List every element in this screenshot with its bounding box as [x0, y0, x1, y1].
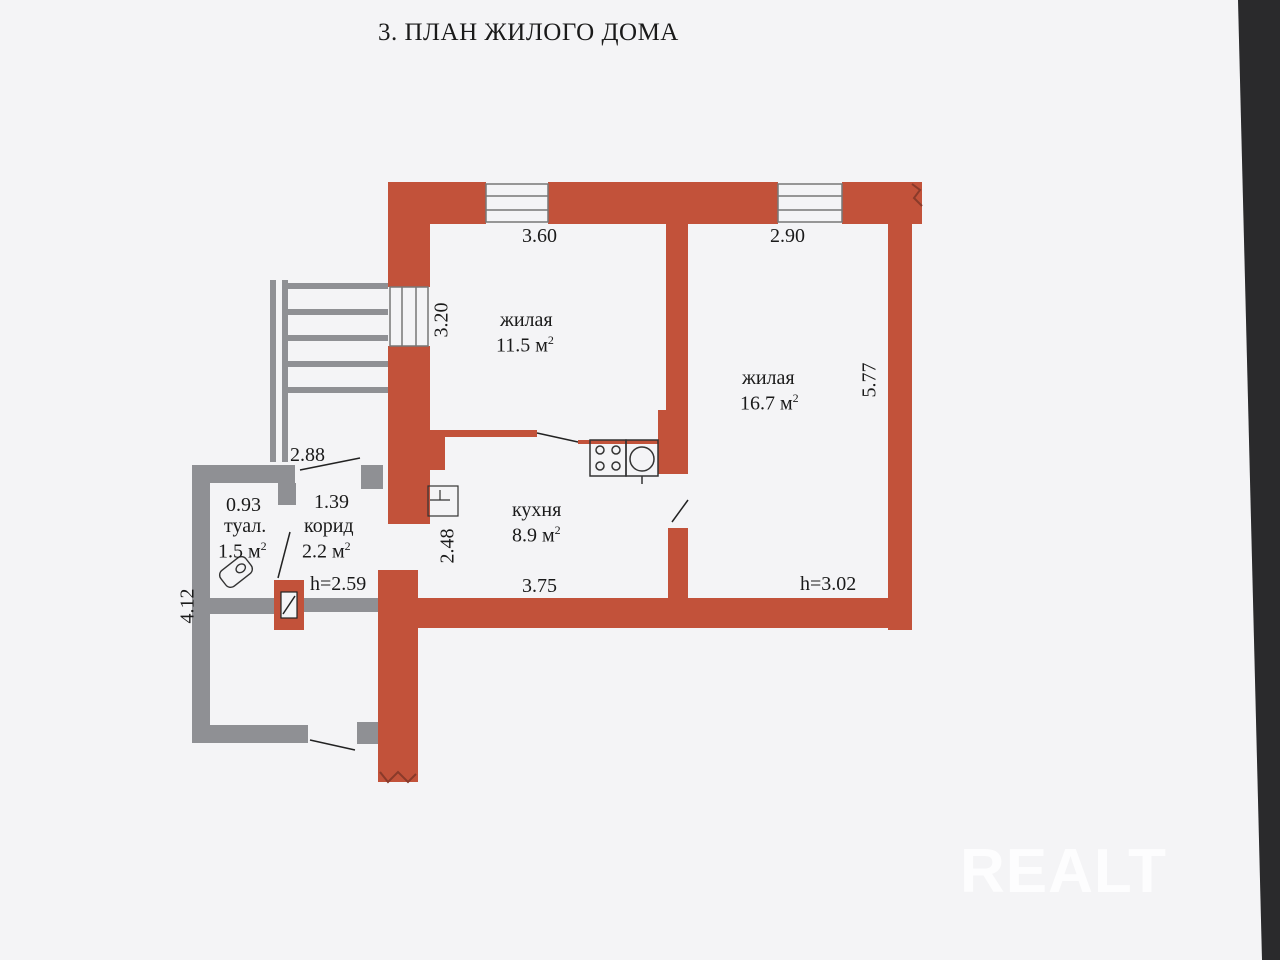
ceiling-height-corridor: h=2.59 — [310, 573, 367, 595]
bearing-walls — [378, 182, 922, 782]
room-name-corridor: корид — [304, 515, 354, 537]
dim-veranda-width: 2.88 — [290, 444, 325, 466]
kitchen-fixture-icon — [427, 485, 459, 517]
dim-kitchen-width: 3.75 — [522, 575, 557, 597]
dim-veranda-depth: 4.12 — [176, 588, 199, 624]
dim-kitchen-depth: 2.48 — [436, 528, 459, 564]
room-name-living-large: жилая — [742, 367, 795, 389]
dim-corridor-width: 1.39 — [314, 491, 349, 513]
toilet-door-swing — [277, 531, 291, 579]
dim-room1-depth: 3.20 — [430, 302, 453, 338]
kitchen-door-swing — [536, 432, 579, 443]
sink-icon — [625, 439, 659, 484]
exterior-stair — [270, 280, 388, 462]
room-area-living-small: 11.5 м2 — [496, 333, 554, 357]
room-area-corridor: 2.2 м2 — [302, 539, 351, 563]
break-marks — [379, 183, 923, 784]
room-area-kitchen: 8.9 м2 — [512, 523, 561, 547]
room-name-kitchen: кухня — [512, 499, 562, 521]
corridor-door-swing — [299, 457, 361, 471]
veranda-walls — [192, 465, 383, 744]
dim-room1-width: 3.60 — [522, 225, 557, 247]
dim-room2-width: 2.90 — [770, 225, 805, 247]
dim-room2-depth: 5.77 — [858, 362, 881, 398]
realt-watermark-logo: REALT — [960, 837, 1168, 906]
dim-toilet-width: 0.93 — [226, 494, 261, 516]
page-title: 3. ПЛАН ЖИЛОГО ДОМА — [378, 19, 679, 46]
page-edge-shadow — [1238, 0, 1280, 960]
room-name-toilet: туал. — [224, 515, 267, 537]
living-door-swing — [671, 499, 689, 523]
chimney-icon — [274, 580, 304, 630]
windows — [389, 183, 843, 347]
room-area-toilet: 1.5 м2 — [218, 539, 267, 563]
kitchen-partition — [445, 430, 537, 437]
ceiling-height-living: h=3.02 — [800, 573, 857, 595]
toilet-icon — [218, 555, 254, 589]
room-name-living-small: жилая — [500, 309, 553, 331]
veranda-door-swing — [309, 739, 356, 751]
room-area-living-large: 16.7 м2 — [740, 391, 799, 415]
